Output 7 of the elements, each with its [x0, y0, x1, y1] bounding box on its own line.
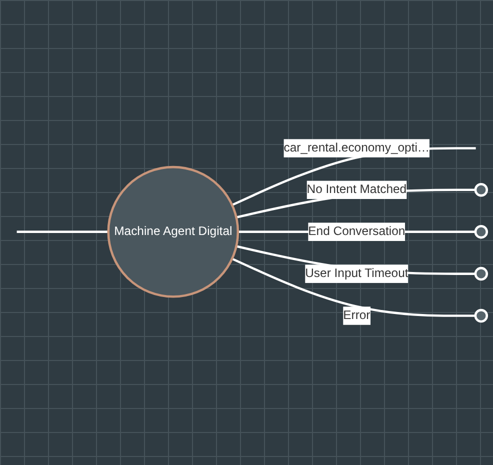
connector-line — [232, 258, 476, 318]
connector-line — [16, 231, 108, 234]
connector-port — [474, 267, 488, 282]
agent-node: Machine Agent Digital — [107, 166, 240, 298]
connector-port — [474, 225, 488, 240]
connector-port — [474, 183, 488, 198]
connector-port — [474, 309, 488, 324]
